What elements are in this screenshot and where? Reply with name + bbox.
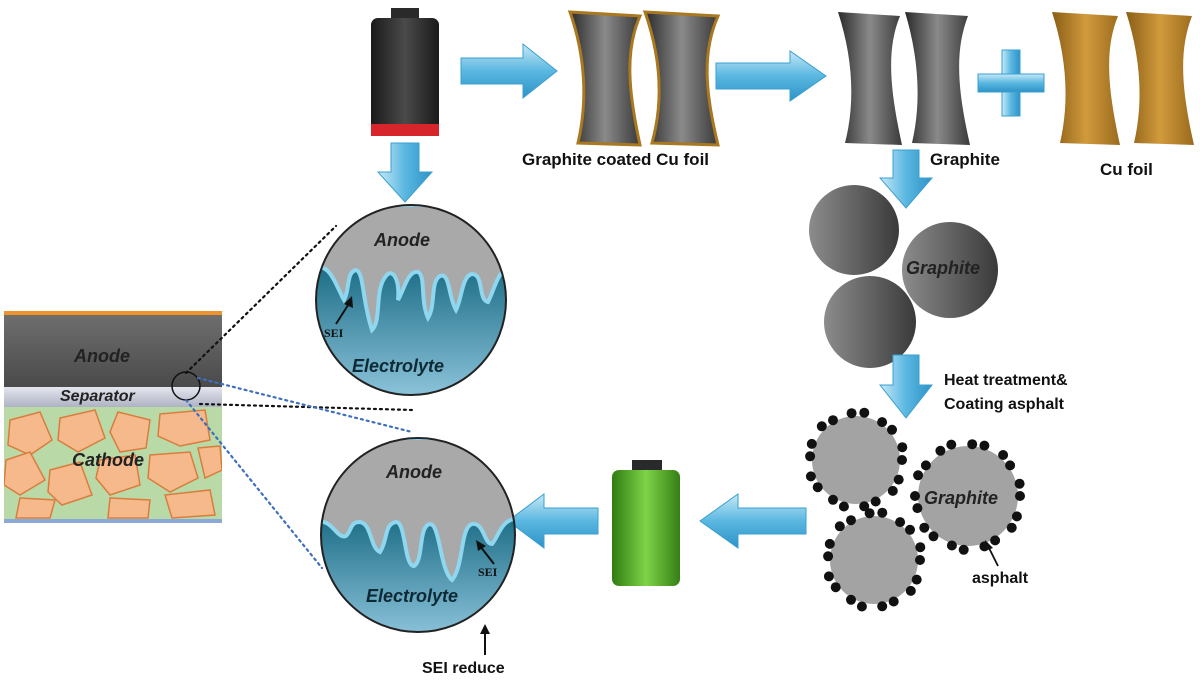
label-cu-foil: Cu foil [1100,160,1153,179]
asphalt-dot [859,501,870,512]
asphalt-dot [846,515,856,526]
asphalt-dot [935,445,946,456]
label-after-electrolyte: Electrolyte [366,586,459,606]
asphalt-dot [1014,478,1025,489]
asphalt-dot [958,544,969,555]
asphalt-dot [967,439,978,450]
zoom-lines [184,224,414,570]
asphalt-dot [846,408,857,419]
cu-foil-sheets-icon [1052,12,1194,145]
label-asphalt: asphalt [972,570,1029,587]
asphalt-dot [1011,511,1022,522]
asphalt-dot [870,496,881,507]
label-stack-separator: Separator [60,388,135,405]
asphalt-dot [877,601,888,612]
asphalt-dot [805,471,816,482]
arrow-heat-treatment [878,354,934,419]
sei-pointer-before [335,296,353,325]
label-coated-graphite: Graphite [924,488,999,508]
asphalt-dot [1005,460,1016,471]
label-stack-cathode: Cathode [72,450,144,470]
asphalt-dot [990,535,1001,546]
asphalt-dot [998,450,1009,460]
asphalt-dot [920,460,931,471]
label-graphite-particle: Graphite [906,258,981,278]
asphalt-dot [838,501,849,512]
asphalt-dot [910,491,920,501]
graphite-sheets-icon [838,12,970,145]
asphalt-dot [1015,491,1025,501]
asphalt-dot [887,485,898,496]
plus-icon [977,49,1045,117]
asphalt-dot [897,455,907,465]
asphalt-dot [824,538,835,549]
graphite-coated-cu-foil-icon [567,10,721,147]
asphalt-dot [915,555,925,565]
arrow-coated-graphite-to-battery [699,493,807,549]
label-sei-reduce: SEI reduce [422,660,505,677]
label-coating-asphalt: Coating asphalt [944,396,1065,413]
asphalt-dot [823,571,834,582]
label-before-anode: Anode [374,230,430,250]
asphalt-dot [888,596,899,607]
asphalt-dot [877,507,888,518]
arrow-battery-to-interface [376,142,434,203]
asphalt-dot [828,415,838,426]
asphalt-dot [887,424,897,435]
asphalt-dot [928,531,939,542]
asphalt-dot [859,407,870,418]
asphalt-dot [1006,522,1017,533]
asphalt-dot [913,470,924,481]
used-battery-icon [371,8,439,136]
asphalt-dot [828,494,838,505]
graphite-particles [809,185,998,368]
asphalt-dot [805,451,816,462]
label-before-electrolyte: Electrolyte [352,356,445,376]
asphalt-dot [915,542,926,553]
arrow-coated-foil-to-graphite [715,50,827,102]
asphalt-dot [856,601,867,612]
cell-stack [4,311,222,523]
asphalt-dot [897,442,908,453]
asphalt-dot [877,417,888,428]
sei-pointer-after [476,540,495,565]
asphalt-dot [911,574,922,585]
asphalt-dot [979,440,990,451]
arrow-battery-to-coated-foil [460,42,558,100]
asphalt-dot [905,524,915,535]
arrow-battery-to-improved-interface [507,493,599,549]
new-battery-icon [612,460,680,586]
asphalt-dot [895,517,906,528]
asphalt-pointer [985,540,999,567]
asphalt-dot [823,551,834,562]
label-after-anode: Anode [386,462,442,482]
asphalt-dot [905,585,916,596]
asphalt-dot [830,582,841,593]
asphalt-coated-graphite-particles [805,407,1025,612]
arrow-graphite-to-particles [878,149,934,209]
label-heat-treatment: Heat treatment& [944,372,1068,389]
asphalt-dot [919,522,930,533]
label-before-sei: SEI [324,326,344,340]
asphalt-dot [946,540,957,551]
asphalt-dot [816,421,827,432]
asphalt-dot [946,439,957,450]
asphalt-dot [812,482,823,493]
asphalt-dot [912,503,923,514]
asphalt-dot [846,594,856,605]
sei-reduce-arrow [480,624,490,655]
asphalt-dot [806,438,817,449]
label-graphite-coated-cu-foil: Graphite coated Cu foil [522,150,710,169]
interface-after-circle [320,437,516,633]
asphalt-dot [864,508,875,519]
label-stack-anode: Anode [74,346,130,366]
asphalt-dot [893,474,904,485]
label-after-sei: SEI [478,565,498,579]
label-graphite: Graphite [930,150,1000,169]
asphalt-dot [834,521,845,532]
